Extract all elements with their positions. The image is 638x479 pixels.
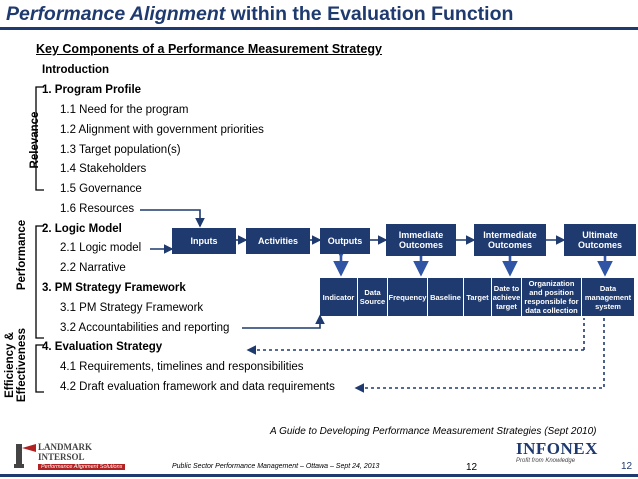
subtitle: Key Components of a Performance Measurem…: [36, 42, 382, 56]
framework-cell-baseline: Baseline: [428, 278, 464, 316]
infonex-logo: INFONEX Profit from Knowledge: [516, 439, 598, 465]
framework-cell-data-management: Data management system: [582, 278, 634, 316]
framework-cell-target: Target: [464, 278, 492, 316]
section-item: 1.5 Governance: [60, 183, 142, 195]
accountabilities-to-framework-arrow: [242, 314, 325, 329]
section-item: 1.6 Resources: [60, 203, 135, 215]
section-heading: 3. PM Strategy Framework: [42, 282, 186, 294]
framework-cell-frequency: Frequency: [388, 278, 428, 316]
framework-cell-data-source: Data Source: [358, 278, 388, 316]
section-item: 3.1 PM Strategy Framework: [60, 302, 204, 314]
section-item: 4.1 Requirements, timelines and responsi…: [60, 361, 304, 373]
section-heading: 1. Program Profile: [42, 84, 142, 96]
logic-box-activities: Activities: [246, 228, 310, 254]
section-item: 1.1 Need for the program: [60, 104, 189, 116]
pm-framework-table: Indicator Data Source Frequency Baseline…: [320, 278, 634, 316]
footer-divider: [0, 474, 638, 477]
infonex-wordmark: INFONEX: [516, 439, 598, 458]
lighthouse-icon: [14, 444, 36, 468]
section-brackets: [35, 86, 44, 393]
logic-box-immediate-outcomes: Immediate Outcomes: [386, 224, 456, 256]
logic-box-outputs: Outputs: [320, 228, 370, 254]
intro-label: Introduction: [42, 64, 110, 76]
footer-text: Public Sector Performance Management – O…: [172, 463, 380, 470]
framework-cell-date: Date to achieve target: [492, 278, 522, 316]
framework-to-evaluation-dashed-arrow: [354, 318, 605, 393]
section-item: 2.1 Logic model: [60, 242, 142, 254]
logo-line-2: INTERSOL: [38, 452, 85, 462]
logic-box-intermediate-outcomes: Intermediate Outcomes: [474, 224, 546, 256]
logic-box-ultimate-outcomes: Ultimate Outcomes: [564, 224, 636, 256]
section-item: 3.2 Accountabilities and reporting: [60, 322, 230, 334]
resources-to-inputs-arrow: [140, 209, 205, 228]
section-item: 1.4 Stakeholders: [60, 163, 147, 175]
source-citation: A Guide to Developing Performance Measur…: [270, 426, 597, 437]
section-item: 4.2 Draft evaluation framework and data …: [60, 381, 335, 393]
framework-cell-responsibility: Organization and position responsible fo…: [522, 278, 582, 316]
infonex-tagline: Profit from Knowledge: [516, 458, 576, 464]
page-title: Performance Alignment within the Evaluat…: [6, 3, 514, 25]
logo-line-1: LANDMARK: [38, 442, 92, 452]
logo-tagline: Performance Alignment Solutions: [38, 464, 126, 470]
section-item: 1.3 Target population(s): [60, 144, 181, 156]
page-number-right: 12: [621, 461, 633, 472]
section-heading: 4. Evaluation Strategy: [42, 341, 163, 353]
framework-cell-indicator: Indicator: [320, 278, 358, 316]
title-divider: [0, 27, 638, 30]
logic-box-inputs: Inputs: [172, 228, 236, 254]
section-item: 1.2 Alignment with government priorities: [60, 124, 264, 136]
section-heading: 2. Logic Model: [42, 223, 122, 235]
section-item: 2.2 Narrative: [60, 262, 126, 274]
page-number: 12: [466, 462, 478, 473]
